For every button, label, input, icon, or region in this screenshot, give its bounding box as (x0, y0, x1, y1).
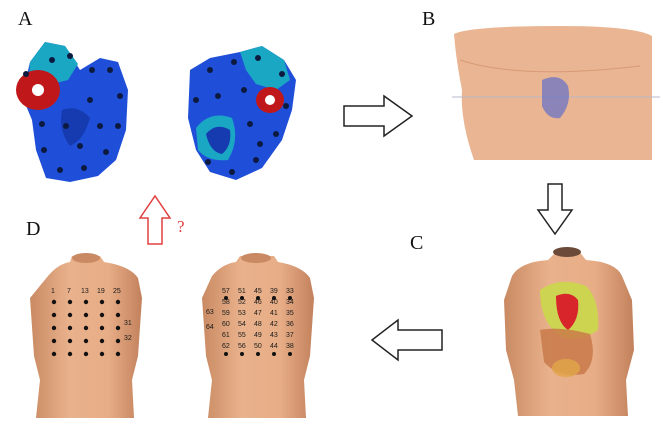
electrode-label-33: 33 (286, 288, 294, 295)
electrode-label-45: 45 (254, 288, 262, 295)
torso-with-heart (452, 26, 660, 160)
arrow-d-to-a-uncertain (140, 196, 170, 244)
arrow-b-to-c (538, 184, 572, 234)
electrode-label-64: 64 (206, 324, 214, 331)
electrode-label-36: 36 (286, 321, 294, 328)
electrode-label-62: 62 (222, 343, 230, 350)
electrode-label-38: 38 (286, 343, 294, 350)
electrode-label-51: 51 (238, 288, 246, 295)
electrode-label-13: 13 (81, 288, 89, 295)
electrode-label-37: 37 (286, 332, 294, 339)
electrode-label-31: 31 (124, 320, 132, 327)
electrode-label-1: 1 (51, 288, 55, 295)
electrode-label-42: 42 (270, 321, 278, 328)
electrode-label-39: 39 (270, 288, 278, 295)
electrode-label-32: 32 (124, 335, 132, 342)
electrode-label-63: 63 (206, 309, 214, 316)
electrode-label-60: 60 (222, 321, 230, 328)
electrode-label-57: 57 (222, 288, 230, 295)
electrode-label-61: 61 (222, 332, 230, 339)
electrode-label-56: 56 (238, 343, 246, 350)
electrode-label-59: 59 (222, 310, 230, 317)
electrode-label-46: 46 (254, 299, 262, 306)
electrode-label-19: 19 (97, 288, 105, 295)
electrode-label-55: 55 (238, 332, 246, 339)
electrode-label-52: 52 (238, 299, 246, 306)
electrode-label-35: 35 (286, 310, 294, 317)
electrode-label-44: 44 (270, 343, 278, 350)
torso-with-organs (504, 247, 634, 416)
electrode-label-50: 50 (254, 343, 262, 350)
heart-model-right (188, 46, 296, 180)
electrode-label-43: 43 (270, 332, 278, 339)
arrow-a-to-b (344, 96, 412, 136)
electrode-label-58: 58 (222, 299, 230, 306)
electrode-label-53: 53 (238, 310, 246, 317)
heart-model-left (16, 42, 128, 182)
electrode-label-25: 25 (113, 288, 121, 295)
electrode-label-49: 49 (254, 332, 262, 339)
electrode-label-47: 47 (254, 310, 262, 317)
electrode-label-7: 7 (67, 288, 71, 295)
electrode-label-34: 34 (286, 299, 294, 306)
electrode-label-41: 41 (270, 310, 278, 317)
arrow-c-to-d (372, 320, 442, 360)
electrode-label-48: 48 (254, 321, 262, 328)
question-mark: ? (177, 217, 185, 236)
electrode-label-54: 54 (238, 321, 246, 328)
electrode-label-40: 40 (270, 299, 278, 306)
